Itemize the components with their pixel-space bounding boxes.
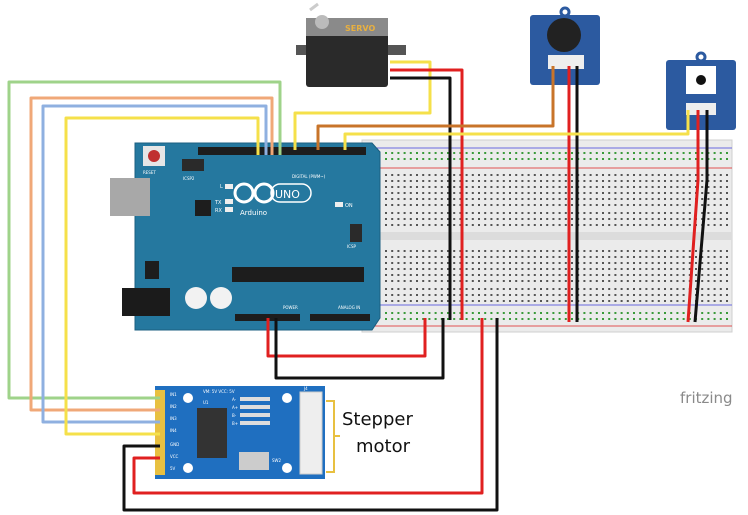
analog-header: [310, 314, 370, 321]
chip-small: [195, 200, 211, 216]
wire-yellow: [64, 116, 260, 436]
wire-arduino-5v: [266, 318, 427, 358]
wires: [7, 60, 709, 512]
svg-text:RESET: RESET: [143, 170, 156, 175]
wire-orange: [29, 96, 274, 412]
stepper-driver-board: IN1 IN2 IN3 IN4 GND VCC 5V VM: 5V VCC: 5…: [155, 386, 325, 479]
svg-text:A+: A+: [232, 405, 238, 410]
atmega-chip: [232, 267, 364, 282]
svg-text:SW2: SW2: [272, 458, 281, 463]
svg-text:POWER: POWER: [283, 305, 298, 310]
sw2-switch[interactable]: [239, 452, 269, 470]
svg-text:U1: U1: [203, 400, 209, 405]
svg-text:L: L: [220, 184, 223, 190]
fritzing-watermark: fritzing: [680, 389, 733, 407]
icsp2-header: [182, 159, 204, 171]
stepper-label-line2: motor: [356, 436, 411, 457]
wire-sensor-ground: [693, 110, 709, 323]
usb-port: [110, 178, 150, 216]
svg-text:ANALOG IN: ANALOG IN: [338, 305, 360, 310]
svg-text:GND: GND: [170, 442, 179, 447]
svg-text:J4: J4: [303, 386, 308, 391]
svg-text:RX: RX: [215, 208, 222, 214]
breadboard: [361, 139, 733, 333]
breadboard-holes: [385, 152, 728, 320]
svg-text:5V: 5V: [170, 466, 176, 471]
capacitor: [210, 287, 232, 309]
wire-blue: [41, 104, 268, 424]
wire-buzzer-signal: [316, 66, 555, 150]
wire-driver-vcc: [132, 318, 484, 495]
arduino-logo-icon: [233, 182, 312, 204]
svg-text:ICSP2: ICSP2: [183, 176, 195, 181]
power-header: [235, 314, 300, 321]
wire-servo-signal: [293, 60, 432, 150]
svg-text:ICSP: ICSP: [347, 244, 357, 249]
svg-text:IN3: IN3: [170, 416, 177, 421]
j4-connector: [299, 391, 323, 475]
stepper-label-line1: Stepper: [342, 409, 413, 430]
svg-text:B-: B-: [232, 413, 237, 418]
svg-text:B+: B+: [232, 421, 238, 426]
digital-header: [198, 147, 366, 155]
svg-text:TX: TX: [214, 200, 222, 206]
stepper-bracket: [326, 400, 340, 473]
uln2003-chip: [197, 408, 227, 458]
icsp-header: [350, 224, 362, 242]
wire-green: [7, 80, 282, 400]
wire-arduino-gnd: [274, 318, 445, 380]
wire-driver-gnd: [122, 318, 499, 512]
svg-text:SERVO: SERVO: [345, 24, 375, 33]
svg-text:IN4: IN4: [170, 428, 177, 433]
regulator: [145, 261, 159, 279]
wire-sensor-signal: [343, 110, 690, 150]
power-jack: [122, 288, 170, 316]
wire-servo-ground: [390, 76, 452, 320]
servo-motor: SERVO: [296, 2, 406, 87]
arduino-uno-board: UNO Arduino RESET ICSP2 L TX RX ON DIGIT…: [110, 142, 381, 331]
capacitor: [185, 287, 207, 309]
svg-text:IN2: IN2: [170, 404, 177, 409]
uno-label: UNO: [275, 188, 300, 201]
svg-text:DIGITAL (PWM~): DIGITAL (PWM~): [292, 174, 326, 179]
arduino-label: Arduino: [240, 209, 267, 217]
sensor-module: [666, 51, 736, 130]
buzzer-module: [530, 6, 600, 85]
svg-text:IN1: IN1: [170, 392, 177, 397]
wire-sensor-power: [686, 110, 700, 323]
svg-text:VCC: VCC: [170, 454, 179, 459]
wire-servo-power: [390, 68, 464, 320]
svg-text:VM: 5V VCC: 5V: VM: 5V VCC: 5V: [203, 389, 235, 394]
svg-text:ON: ON: [345, 203, 353, 209]
svg-text:A-: A-: [232, 397, 237, 402]
